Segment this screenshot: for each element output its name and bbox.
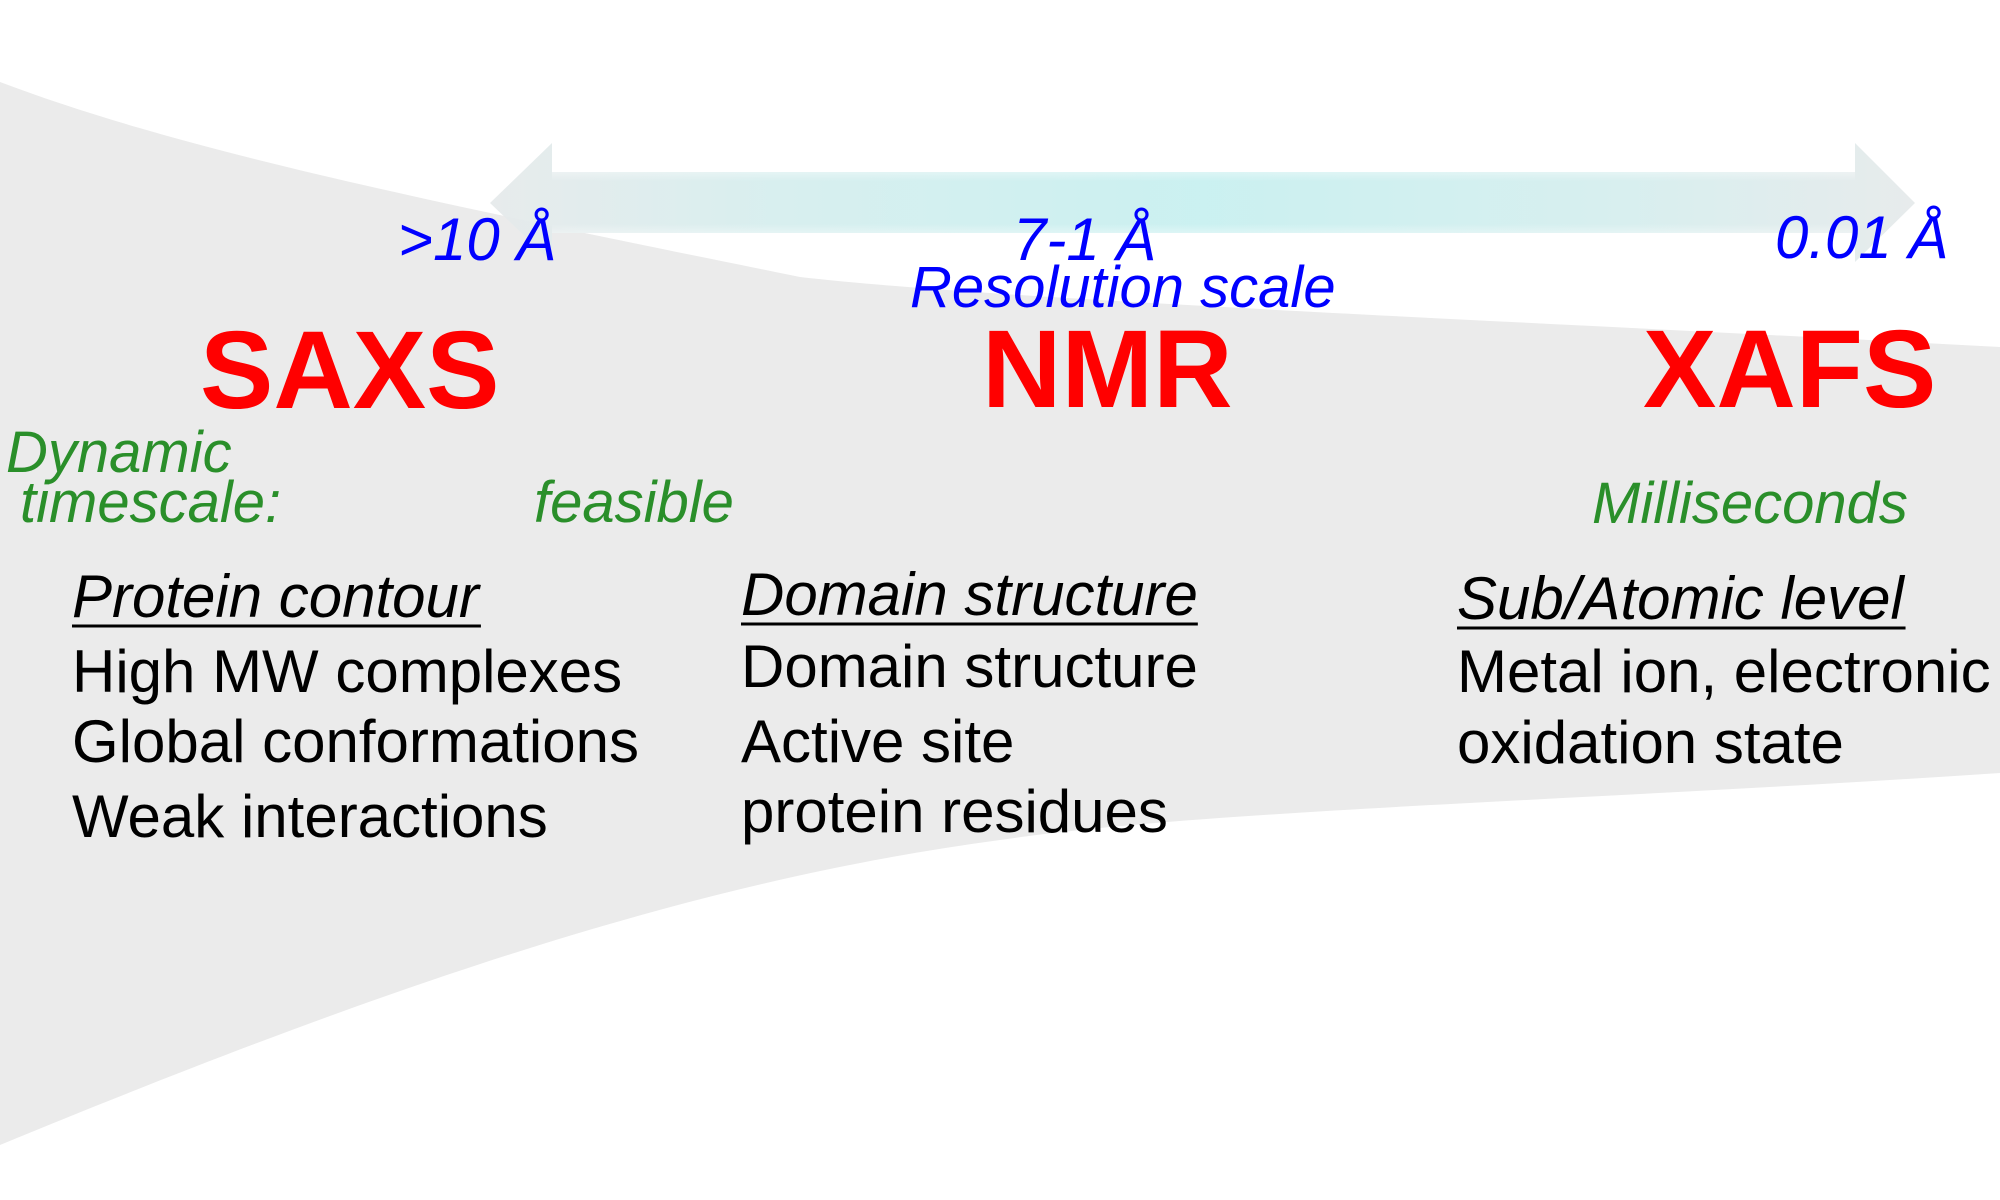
xafs-item: Metal ion, electronic — [1457, 638, 1991, 705]
timescale-label-line1: Dynamic — [6, 420, 232, 485]
nmr-item: Active site — [741, 708, 1014, 775]
resolution-scale-title: Resolution scale — [910, 255, 1336, 320]
saxs-item: Global conformations — [72, 708, 639, 775]
method-title-xafs: XAFS — [1643, 308, 1936, 431]
saxs-capabilities-list: Protein contour High MW complexes Global… — [72, 563, 639, 850]
timescale-saxs-value: feasible — [534, 470, 734, 535]
xafs-section-header: Sub/Atomic level — [1457, 565, 1906, 632]
saxs-item: Weak interactions — [72, 783, 548, 850]
nmr-item: protein residues — [741, 778, 1168, 845]
resolution-mid-label: 7-1 Å — [1013, 206, 1156, 273]
xafs-capabilities-list: Sub/Atomic level Metal ion, electronic o… — [1457, 565, 1991, 776]
method-title-saxs: SAXS — [200, 309, 500, 432]
arrow-shaft-shading — [552, 172, 1855, 233]
resolution-high-label: 0.01 Å — [1775, 204, 1948, 271]
timescale-label-line2: timescale: — [20, 470, 281, 535]
resolution-scale-arrow — [490, 143, 1915, 262]
xafs-item: oxidation state — [1457, 709, 1844, 776]
method-title-nmr: NMR — [982, 308, 1233, 431]
timescale-xafs-value: Milliseconds — [1592, 471, 1908, 536]
funnel-background-shape — [0, 82, 2000, 1145]
nmr-capabilities-list: Domain structure Domain structure Active… — [741, 561, 1198, 845]
resolution-low-label: >10 Å — [398, 206, 556, 273]
saxs-item: High MW complexes — [72, 638, 622, 705]
nmr-item: Domain structure — [741, 633, 1198, 700]
nmr-section-header: Domain structure — [741, 561, 1198, 628]
saxs-section-header: Protein contour — [72, 563, 481, 630]
